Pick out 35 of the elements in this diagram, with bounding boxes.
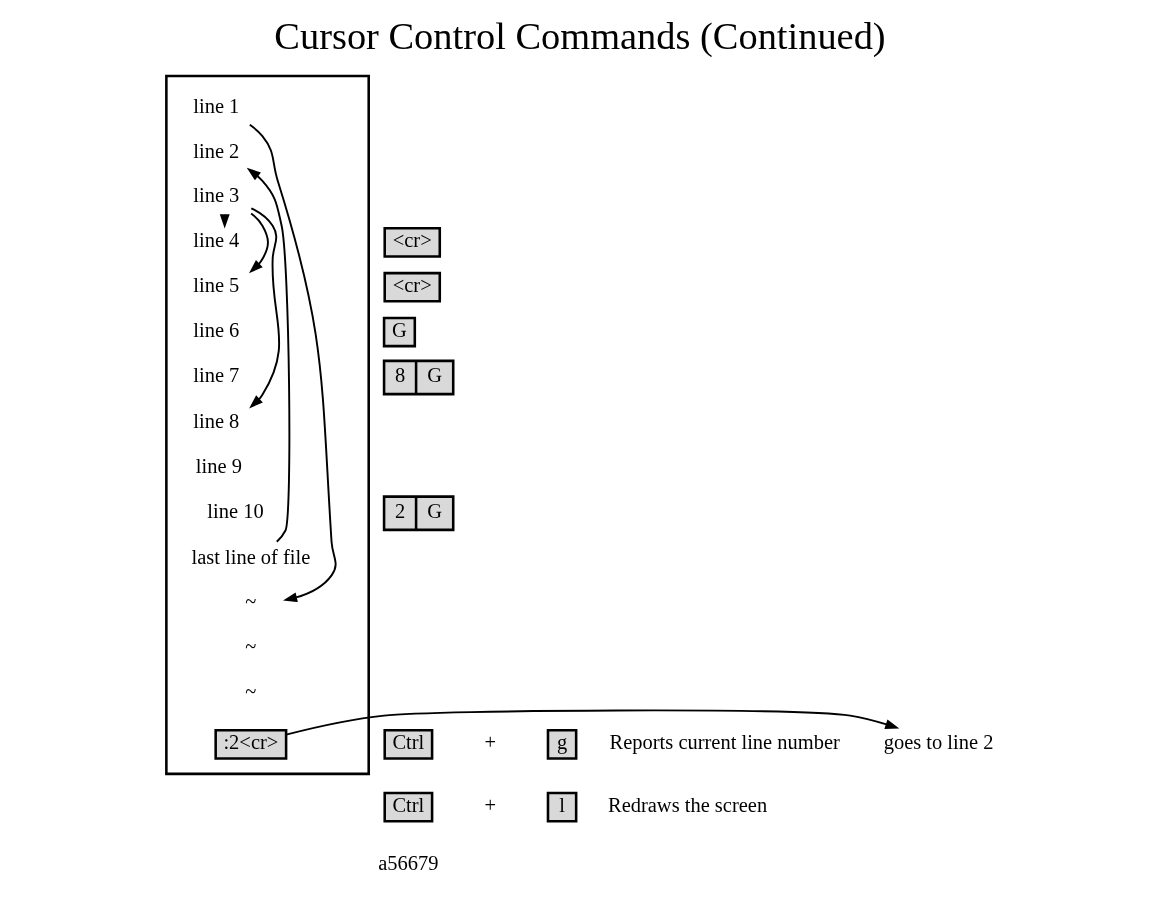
node-text: line 2 bbox=[193, 139, 240, 162]
node-text: ~ bbox=[245, 590, 257, 613]
diagram-title: Cursor Control Commands (Continued) bbox=[274, 15, 886, 58]
arrow bbox=[248, 123, 337, 603]
node-box: G bbox=[382, 316, 417, 348]
node-text: line 7 bbox=[193, 364, 240, 387]
node-text: goes to line 2 bbox=[883, 731, 994, 754]
label: Redraws the screen bbox=[608, 794, 768, 817]
node-box: :2<cr> bbox=[214, 729, 288, 760]
node-text: line 1 bbox=[193, 94, 240, 117]
node-box: g bbox=[546, 729, 578, 760]
node-box: l bbox=[546, 791, 578, 823]
node-text: line 4 bbox=[193, 229, 240, 252]
node-text: ~ bbox=[245, 635, 257, 658]
arrow bbox=[246, 167, 291, 543]
arrow bbox=[285, 709, 900, 736]
node-text: last line of file bbox=[191, 545, 311, 568]
label: Reports current line number bbox=[609, 731, 840, 754]
arrow bbox=[249, 207, 281, 409]
node-text: line 8 bbox=[193, 409, 240, 432]
node-text: line 10 bbox=[207, 500, 264, 523]
node-text: ~ bbox=[245, 680, 257, 703]
node-box: <cr> bbox=[383, 271, 442, 303]
node-box: Ctrl bbox=[383, 791, 434, 823]
node-text: line 5 bbox=[193, 274, 240, 297]
arrow bbox=[249, 212, 269, 274]
label: a56679 bbox=[378, 851, 439, 874]
node-text: line 6 bbox=[193, 318, 240, 341]
cluster bbox=[165, 74, 370, 776]
label: + bbox=[484, 794, 497, 817]
label: + bbox=[484, 731, 497, 754]
node-box: Ctrl bbox=[383, 729, 434, 760]
node-text: line 9 bbox=[195, 454, 242, 477]
node-box: <cr> bbox=[383, 227, 442, 258]
node-text: line 3 bbox=[193, 184, 240, 207]
